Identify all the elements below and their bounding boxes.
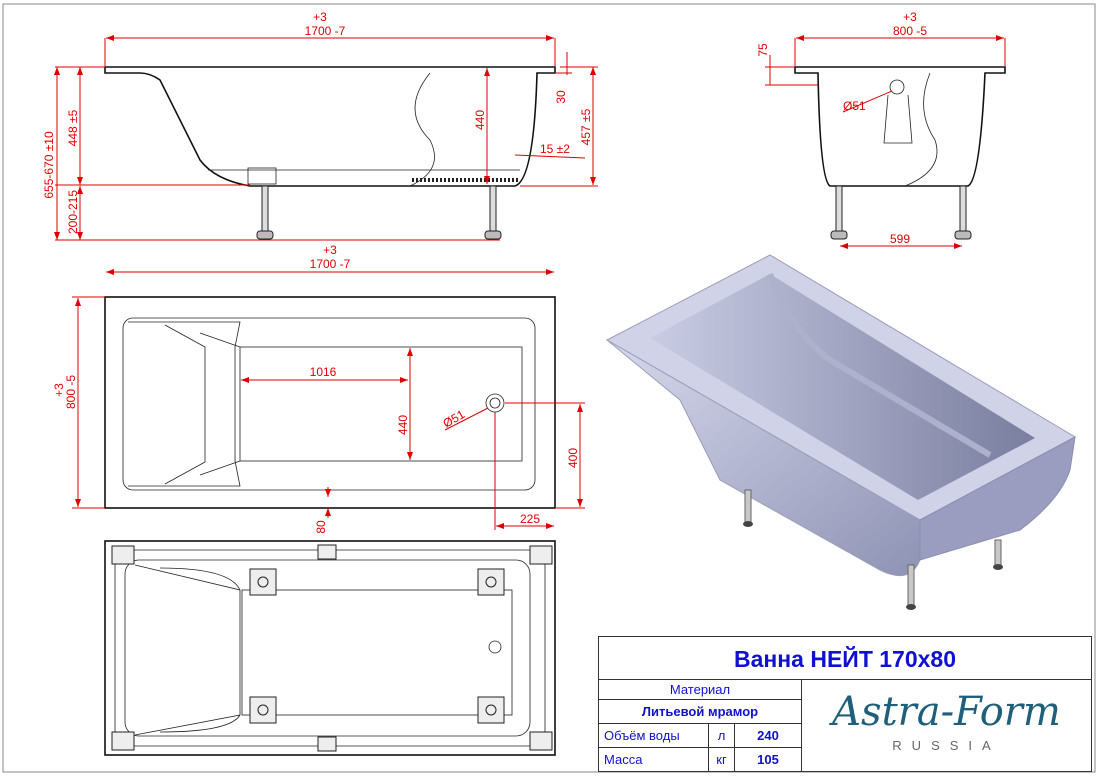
leg [830, 185, 848, 240]
top-width-tol: +3 [52, 383, 66, 397]
top-rim: 80 [314, 520, 328, 534]
end-width-tol: +3 [903, 10, 917, 24]
mass-unit: кг [709, 748, 735, 771]
side-leg-height: 200-215 [66, 190, 80, 234]
material-label: Материал [599, 680, 801, 700]
leg [484, 185, 502, 240]
side-outer-height: 457 ±5 [579, 108, 593, 145]
end-drain: Ø51 [843, 99, 866, 113]
mass-row: Масса кг 105 [599, 748, 801, 771]
side-rim: 30 [554, 90, 568, 104]
end-leg-span: 599 [890, 232, 910, 246]
volume-value: 240 [757, 728, 779, 743]
top-view: +3 1700 -7 +3 800 -5 1016 440 Ø51 400 22… [52, 243, 585, 534]
title-block: Ванна НЕЙТ 170x80 Материал Литьевой мрам… [598, 636, 1092, 772]
top-drain-x: 225 [520, 512, 540, 526]
drawing-title: Ванна НЕЙТ 170x80 [599, 637, 1091, 680]
top-length-tol: +3 [323, 243, 337, 257]
end-rim-offset: 75 [756, 43, 770, 57]
logo-text: Astra-Form [832, 689, 1061, 735]
side-body-height: 448 ±5 [66, 109, 80, 146]
top-length: 1700 -7 [310, 257, 351, 271]
top-bottom-length: 1016 [310, 365, 337, 379]
leg [954, 185, 972, 240]
end-width: 800 -5 [893, 24, 927, 38]
material-value: Литьевой мрамор [599, 700, 801, 724]
volume-row: Объём воды л 240 [599, 724, 801, 748]
brand-logo: Astra-Form RUSSIA [802, 680, 1091, 771]
top-width: 800 -5 [64, 375, 78, 409]
logo-subtitle: RUSSIA [892, 738, 1001, 753]
volume-label: Объём воды [599, 724, 709, 747]
sheet-frame [2, 3, 1096, 773]
bottom-view [104, 540, 556, 756]
top-bottom-width: 440 [396, 415, 410, 435]
side-total-height: 655-670 ±10 [42, 131, 56, 199]
side-length: 1700 -7 [305, 24, 346, 38]
leg [256, 185, 274, 240]
side-inner-depth: 440 [473, 110, 487, 130]
isometric-view [605, 254, 1077, 610]
side-view: +3 1700 -7 655-670 ±10 448 ±5 200-215 44… [42, 10, 598, 241]
end-view: +3 800 -5 75 Ø51 599 [756, 10, 1006, 249]
side-wall: 15 ±2 [540, 142, 570, 156]
mass-label: Масса [599, 748, 709, 771]
side-length-tol: +3 [313, 10, 327, 24]
mass-value: 105 [757, 752, 779, 767]
volume-unit: л [709, 724, 735, 747]
top-drain-y: 400 [566, 448, 580, 468]
